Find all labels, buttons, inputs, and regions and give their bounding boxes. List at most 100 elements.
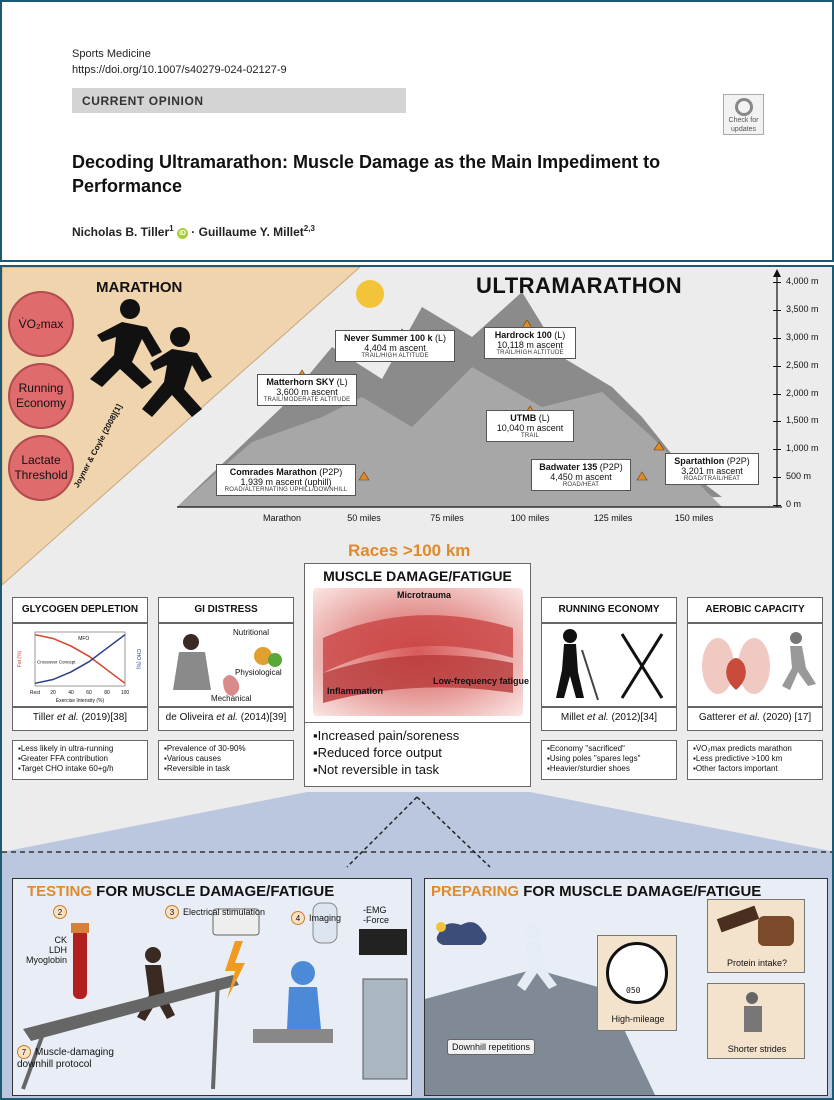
y-tick-label: 0 m [786,499,802,509]
gi-nutritional-label: Nutritional [233,628,270,637]
intestine-icon [223,675,240,696]
sun-icon [356,280,384,308]
x-tick-label: 50 miles [347,513,381,523]
blood-tube-icon [73,929,87,999]
protein-card: Protein intake? [707,899,805,973]
muscle-image [313,588,523,716]
testing-item-2: 2 [53,905,71,919]
y-tick [773,365,781,367]
seated-subject-icon [291,961,315,985]
article-header: Sports Medicine https://doi.org/10.1007/… [0,0,834,262]
y-tick-label: 2,500 m [786,359,819,370]
preparing-title: PREPARING FOR MUSCLE DAMAGE/FATIGUE [431,883,762,900]
race-hardrock: Hardrock 100 (L) 10,118 m ascent TRAIL/H… [484,327,576,359]
running-economy-image [541,623,677,707]
factor-running-economy: Running Economy [8,363,74,429]
jerky-icon [758,916,794,946]
label-low-frequency-fatigue: Low-frequency fatigue [433,676,530,686]
treadmill-icon [23,975,239,1041]
ultramarathon-title: ULTRAMARATHON [476,273,683,298]
author-line: Nicholas B. Tiller1 iD · Guillaume Y. Mi… [72,224,315,239]
journal-name: Sports Medicine [72,48,151,60]
chart-series-line [34,633,126,684]
gi-mechanical-label: Mechanical [211,694,252,703]
doi-link[interactable]: https://doi.org/10.1007/s40279-024-02127… [72,64,287,76]
protein-label: Protein intake? [726,958,788,968]
speedometer-icon [606,942,668,1004]
hiker-icon [563,629,577,643]
x-tick-label: 100 miles [510,513,550,523]
x-tick-label: Marathon [262,513,302,523]
stride-runner-icon [746,992,758,1004]
glycogen-title: GLYCOGEN DEPLETION [12,597,148,623]
y-tick [773,393,781,395]
y-tick [773,337,781,339]
chart-series-line [34,634,126,685]
arrow-right [416,796,491,868]
dynamometer-chair-icon [253,1029,333,1043]
y-tick-label: 4,000 m [786,276,819,286]
heart-icon [726,658,746,690]
emg-monitor-icon [359,929,407,955]
gi-bullets: ▪Prevalence of 30-90%▪Various causes▪Rev… [158,740,294,780]
ultrasound-probe-icon [312,902,338,944]
y-tick-label: 1,500 m [786,415,819,426]
author-1[interactable]: Nicholas B. Tiller [72,225,170,239]
y-tick-label: 2,000 m [786,387,819,398]
author-2[interactable]: Guillaume Y. Millet [198,225,304,239]
emg-force-labels: -EMG-Force [363,905,390,925]
chart-x-label: Exercise Intensity (%) [56,698,105,704]
marathon-title: MARATHON [96,279,183,296]
orcid-icon[interactable]: iD [176,228,188,239]
chart-x-tick: 100 [121,690,130,696]
category-label: CURRENT OPINION [82,94,204,108]
muscle-damage-title: MUSCLE DAMAGE/FATIGUE [323,568,512,584]
glycogen-citation: Tiller et al. (2019)[38] [12,707,148,731]
chart-y-label: Fat (%) [17,650,23,667]
x-tick-label: 150 miles [674,513,714,523]
article-title: Decoding Ultramarathon: Muscle Damage as… [72,152,661,196]
x-tick-label: 75 miles [430,513,464,523]
odometer: 050 [626,986,641,995]
author-1-affil: 1 [169,224,174,233]
y-tick [773,505,781,506]
running-economy-bullets: ▪Economy "sacrificed"▪Using poles "spare… [541,740,677,780]
factor-vo2max: V̇O₂max [8,291,74,357]
chart-x-tick: Rest [30,690,41,696]
graphical-abstract: MARATHON V̇O₂max Running Economy Lactate… [0,265,834,1100]
check-updates-line2: updates [731,126,756,133]
glycogen-bullets: ▪Less likely in ultra-running▪Greater FF… [12,740,148,780]
gi-image-panel: Nutritional Physiological Mechanical [158,623,294,707]
strides-label: Shorter strides [727,1044,787,1054]
label-inflammation: Inflammation [327,686,384,696]
race-utmb: UTMB (L) 10,040 m ascent TRAIL [486,410,574,442]
marathon-runners-icon [90,299,212,417]
check-updates-icon [734,98,753,116]
author-separator: · [191,225,196,239]
running-economy-title: RUNNING ECONOMY [541,597,677,623]
y-tick-label: 1,000 m [786,443,819,454]
race-badwater: Badwater 135 (P2P) 4,450 m ascent ROAD/H… [531,459,631,491]
running-economy-citation: Millet et al. (2012)[34] [541,707,677,731]
author-2-affil: 2,3 [303,224,315,233]
mileage-label: High-mileage [611,1014,665,1024]
weather-sun-icon [436,922,446,932]
races-over-100km-title: Races >100 km [348,541,471,560]
race-comrades: Comrades Marathon (P2P) 1,939 m ascent (… [216,464,356,496]
preparing-panel: PREPARING FOR MUSCLE DAMAGE/FATIGUE 050 … [424,878,828,1096]
chart-mfo-label: MFO [78,636,89,642]
check-for-updates-button[interactable]: Check for updates [723,94,764,135]
lightning-icon [225,941,245,999]
treadmill-runner-icon [145,947,161,963]
marathon-triangle [2,267,361,586]
race-never-summer: Never Summer 100 k (L) 4,404 m ascent TR… [335,330,455,362]
y-tick-label: 3,000 m [786,331,819,342]
y-tick [773,421,781,423]
factor-lactate-threshold: Lactate Threshold [8,435,74,501]
y-tick-label: 3,500 m [786,303,819,314]
chart-x-tick: 60 [86,690,92,696]
